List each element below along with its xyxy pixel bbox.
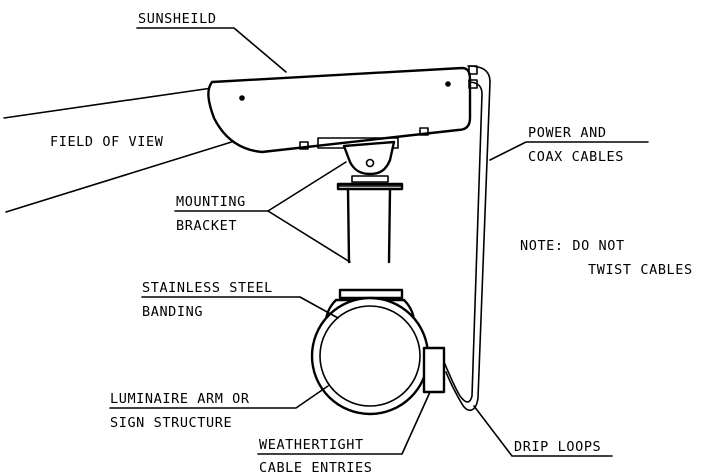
field-of-view-lines: [3, 87, 239, 213]
banding-label-line2: BANDING: [142, 304, 203, 320]
field-of-view-label: FIELD OF VIEW: [50, 134, 164, 150]
note-label-line2: TWIST CABLES: [588, 262, 693, 278]
mounting-bracket-label-line1: MOUNTING: [176, 194, 246, 210]
luminaire-label-line2: SIGN STRUCTURE: [110, 415, 232, 431]
screw-icon: [239, 95, 245, 101]
screw-icon: [445, 81, 451, 87]
luminaire-pipe: [310, 296, 430, 416]
note-label-line1: NOTE: DO NOT: [520, 238, 625, 254]
cable-entry-box: [422, 346, 446, 394]
weathertight-label-line1: WEATHERTIGHT: [259, 437, 364, 453]
power-coax-cables: [443, 65, 491, 411]
banding-label-line1: STAINLESS STEEL: [142, 280, 273, 296]
power-cables-label-line1: POWER AND: [528, 125, 607, 141]
power-cables-label-line2: COAX CABLES: [528, 149, 624, 165]
weathertight-label-line2: CABLE ENTRIES: [259, 460, 372, 475]
camera-housing: [207, 65, 478, 154]
leader-lines: [109, 27, 649, 457]
luminaire-label-line1: LUMINAIRE ARM OR: [110, 391, 250, 407]
labels: SUNSHEILD FIELD OF VIEW POWER AND COAX C…: [50, 11, 693, 475]
mounting-bracket-label-line2: BRACKET: [176, 218, 237, 234]
mounting-bracket: [336, 140, 404, 264]
sunshield-label: SUNSHEILD: [138, 11, 217, 27]
drip-loops-label: DRIP LOOPS: [514, 439, 601, 455]
